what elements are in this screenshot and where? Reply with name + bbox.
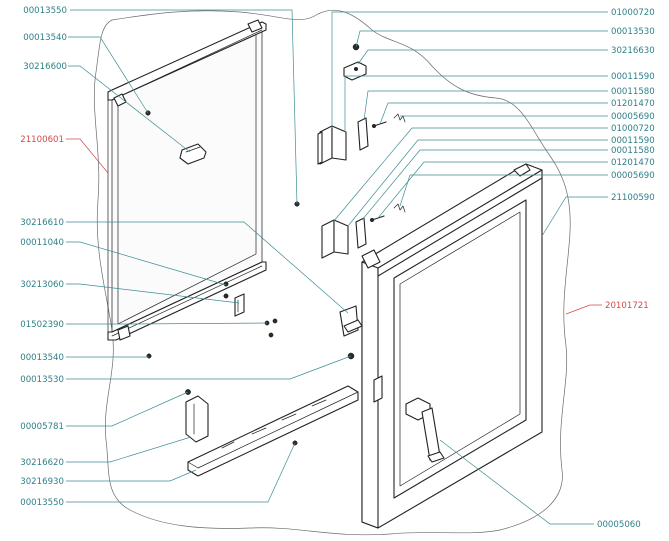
label-30216610: 30216610 — [20, 218, 64, 228]
hinge-bracket-lower — [355, 217, 367, 249]
panel-latch-bracket — [223, 281, 245, 317]
pivot-pin-upper — [371, 121, 387, 129]
label-00011590-a: 00011590 — [611, 72, 655, 82]
drip-tray-bracket — [185, 395, 209, 443]
label-01201470-a: 01201470 — [611, 99, 655, 109]
right-leader-lines — [331, 11, 608, 525]
label-00005690-a: 00005690 — [611, 112, 655, 122]
spring-upper — [393, 113, 406, 123]
label-00013550-top: 00013550 — [23, 6, 67, 16]
hinge-block-upper — [317, 125, 347, 165]
label-00013540-bottom: 00013540 — [20, 353, 64, 363]
top-hinge-plate — [343, 61, 367, 81]
hinge-block-lower — [321, 219, 349, 259]
label-01000720-b: 01000720 — [611, 124, 655, 134]
panel-small-fasteners — [264, 318, 278, 338]
label-30216600: 30216600 — [23, 62, 67, 72]
left-leader-lines — [66, 9, 352, 503]
label-00011580-b: 00011580 — [611, 146, 655, 156]
part-number-labels-right: 01000720 00013530 30216630 00011590 0001… — [597, 8, 655, 530]
label-00013530-bottom: 00013530 — [20, 375, 64, 385]
bottom-hinge-bracket — [339, 305, 363, 337]
label-30216620: 30216620 — [20, 458, 64, 468]
label-01000720-a: 01000720 — [611, 8, 655, 18]
outer-door-frame — [361, 163, 543, 529]
label-00013540-top: 00013540 — [23, 33, 67, 43]
label-30213060: 30213060 — [20, 280, 64, 290]
label-21100601: 21100601 — [20, 135, 64, 145]
label-00011590-b: 00011590 — [611, 136, 655, 146]
pivot-pin-lower — [369, 215, 385, 223]
label-00005781: 00005781 — [20, 422, 64, 432]
label-00005060: 00005060 — [597, 520, 641, 530]
label-20101721: 20101721 — [605, 301, 649, 311]
label-00011040: 00011040 — [20, 238, 64, 248]
label-30216630: 30216630 — [611, 46, 655, 56]
label-00005690-b: 00005690 — [611, 171, 655, 181]
door-lock-latch — [373, 375, 383, 403]
label-21100590: 21100590 — [611, 193, 655, 203]
drip-tray — [187, 385, 359, 477]
label-00011580-a: 00011580 — [611, 87, 655, 97]
inner-glass-door-panel — [107, 19, 267, 341]
part-number-labels-left: 00013550 00013540 30216600 21100601 3021… — [20, 6, 67, 508]
spring-lower — [393, 203, 406, 213]
screw-bottom-left — [146, 353, 152, 359]
label-01201470-b: 01201470 — [611, 158, 655, 168]
label-30216930: 30216930 — [20, 477, 64, 487]
door-handle — [405, 397, 445, 463]
label-00013530-right: 00013530 — [611, 27, 655, 37]
hinge-bracket-upper — [357, 117, 369, 151]
label-00013550-bottom: 00013550 — [20, 498, 64, 508]
label-01502390: 01502390 — [20, 320, 64, 330]
